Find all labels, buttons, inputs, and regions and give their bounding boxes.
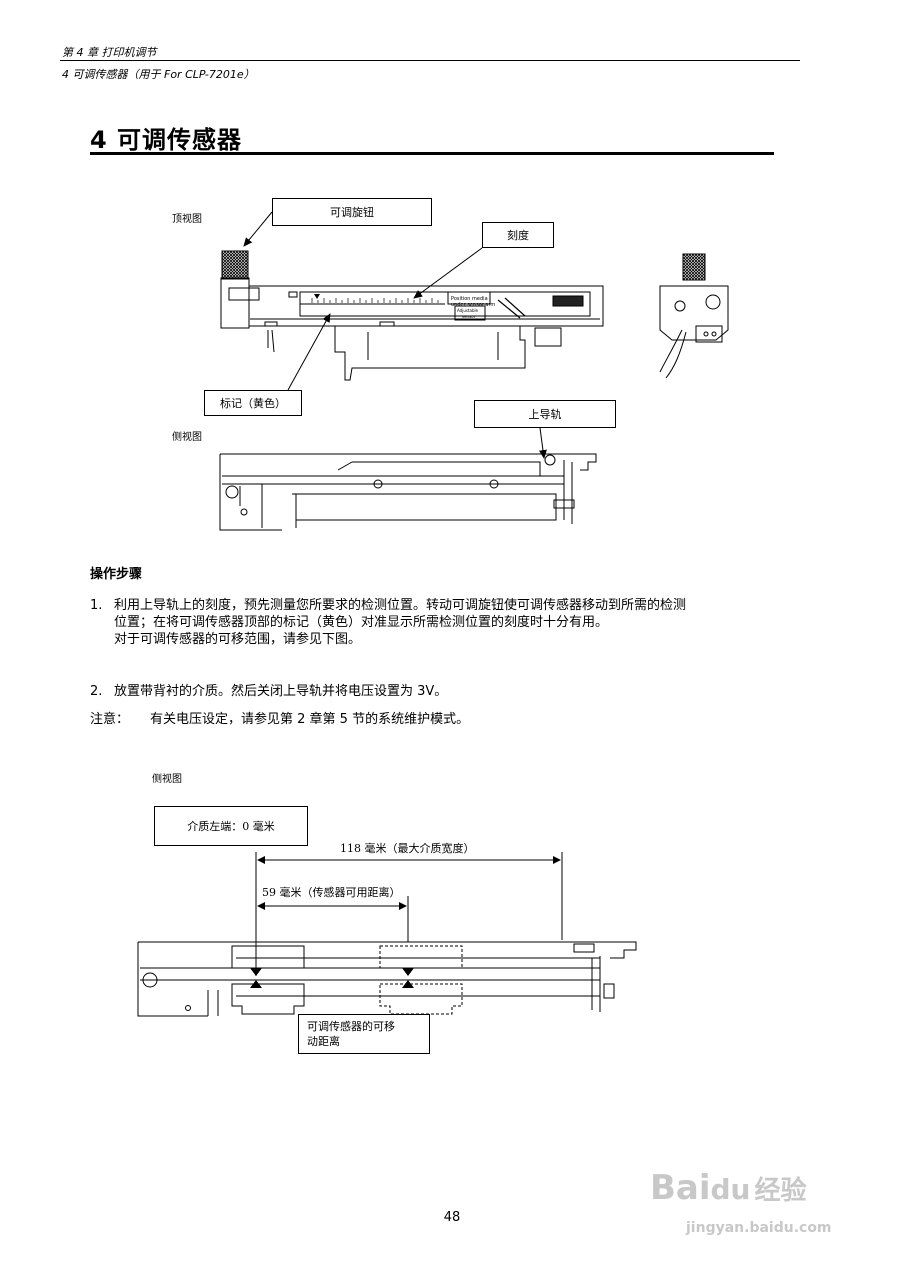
sensor-text-3: Adjustable xyxy=(457,308,479,313)
note-text: 有关电压设定，请参见第 2 章第 5 节的系统维护模式。 xyxy=(150,712,470,727)
watermark-brand: Bai xyxy=(650,1168,711,1208)
callout-knob: 可调旋钮 xyxy=(272,198,432,226)
note-label: 注意： xyxy=(90,712,130,727)
callout-mark: 标记（黄色） xyxy=(204,390,302,416)
step1-line3: 对于可调传感器的可移范围，请参见下图。 xyxy=(114,632,362,647)
page-title: 4 可调传感器 xyxy=(90,126,243,154)
page-number: 48 xyxy=(443,1210,461,1225)
sensor-text-2: under sensor arm xyxy=(451,302,495,308)
max-width-label: 118 毫米（最大介质宽度） xyxy=(340,842,475,855)
fig2-side-view-label: 侧视图 xyxy=(152,774,182,785)
step2-number: 2. xyxy=(90,684,103,699)
section-header: 4 可调传感器（用于 For CLP-7201e） xyxy=(62,68,255,81)
step1-line1: 利用上导轨上的刻度，预先测量您所要求的检测位置。转动可调旋钮使可调传感器移动到所… xyxy=(114,598,687,613)
watermark-url: jingyan.baidu.com xyxy=(686,1220,832,1236)
knob-icon xyxy=(221,250,249,280)
step1-number: 1. xyxy=(90,598,103,613)
sensor-far-top-marker-icon xyxy=(402,968,414,976)
chapter-header: 第 4 章 打印机调节 xyxy=(62,46,157,59)
sensor-bottom-marker-icon xyxy=(250,980,262,988)
step1-line2: 位置；在将可调传感器顶部的标记（黄色）对准显示所需检测位置的刻度时十分有用。 xyxy=(114,615,609,630)
sensor-text-4: sensor xyxy=(462,314,476,319)
end-view-drawing xyxy=(659,253,729,379)
watermark-brand-paw: du xyxy=(710,1173,751,1206)
step2-text: 放置带背衬的介质。然后关闭上导轨并将电压设置为 3V。 xyxy=(114,684,448,699)
sensor-far-bottom-marker-icon xyxy=(402,980,414,988)
side-view-label: 侧视图 xyxy=(172,432,202,443)
top-view-label: 顶视图 xyxy=(172,214,202,225)
callout-rail: 上导轨 xyxy=(474,400,616,428)
procedure-heading: 操作步骤 xyxy=(90,567,143,582)
movable-line1: 可调传感器的可移 xyxy=(307,1020,395,1033)
title-rule xyxy=(90,152,774,155)
callout-scale: 刻度 xyxy=(482,222,554,248)
watermark-brand-cn: 经验 xyxy=(754,1176,807,1206)
media-left-box: 介质左端：0 毫米 xyxy=(154,806,308,846)
sensor-range-label: 59 毫米（传感器可用距离） xyxy=(262,886,401,899)
scale-ticks xyxy=(311,298,439,303)
sensor-top-marker-icon xyxy=(250,968,262,976)
mark-triangle-icon xyxy=(314,294,320,299)
movable-line2: 动距离 xyxy=(307,1035,340,1048)
movable-range-box: 可调传感器的可移 动距离 xyxy=(298,1014,430,1054)
header-rule xyxy=(60,60,800,61)
side-view-drawing xyxy=(219,453,597,531)
sensor-text-1: Position media xyxy=(451,296,488,302)
